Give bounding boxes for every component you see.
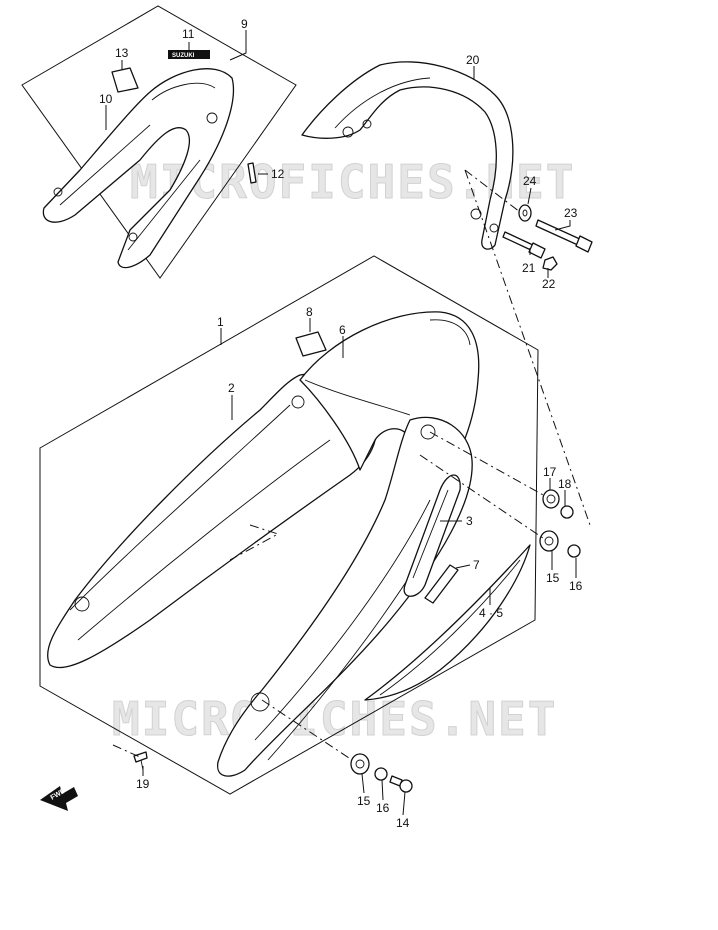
part-18-collar[interactable] bbox=[560, 505, 574, 519]
callout-8: 8 bbox=[306, 305, 313, 319]
part-7-label[interactable] bbox=[424, 564, 459, 604]
assembly-line-19 bbox=[112, 744, 143, 759]
part-4-5-stripe[interactable] bbox=[364, 544, 531, 701]
part-8-label[interactable] bbox=[295, 331, 327, 357]
emblem-text: SUZUKI bbox=[172, 53, 195, 59]
assembly-line-15 bbox=[419, 454, 544, 539]
callout-18: 18 bbox=[558, 477, 572, 491]
callout-19: 19 bbox=[136, 777, 150, 791]
callout-6: 6 bbox=[339, 323, 346, 337]
callout-17: 17 bbox=[543, 465, 557, 479]
callout-9: 9 bbox=[241, 17, 248, 31]
part-3-right-cover[interactable] bbox=[217, 416, 473, 777]
part-19-screw[interactable] bbox=[133, 751, 148, 771]
part-15-cushion-right[interactable] bbox=[539, 530, 559, 552]
callout-24: 24 bbox=[523, 174, 537, 188]
callout-23: 23 bbox=[564, 206, 578, 220]
callout-14: 14 bbox=[396, 816, 410, 830]
callout-1: 1 bbox=[217, 315, 224, 329]
assembly-line-17 bbox=[429, 431, 546, 497]
callout-15-bottom: 15 bbox=[357, 794, 371, 808]
part-12-pin[interactable] bbox=[247, 162, 257, 184]
main-frame bbox=[39, 255, 539, 795]
leader-lines bbox=[105, 30, 577, 816]
part-16-collar-bottom[interactable] bbox=[374, 767, 388, 781]
fwd-arrow-icon: FWD bbox=[40, 786, 78, 811]
part-23-bolt[interactable] bbox=[535, 219, 593, 253]
callout-2: 2 bbox=[228, 381, 235, 395]
callouts: 9 11 13 10 12 20 24 23 21 22 1 8 6 2 3 7… bbox=[99, 17, 583, 830]
part-2-left-cover[interactable] bbox=[46, 373, 377, 669]
assembly-line-15-bottom bbox=[261, 699, 353, 761]
part-20-grab-rail[interactable] bbox=[301, 61, 514, 250]
callout-15-right: 15 bbox=[546, 571, 560, 585]
assembly-line-stripe bbox=[229, 524, 280, 561]
part-22-nut[interactable] bbox=[542, 256, 558, 271]
callout-11: 11 bbox=[182, 27, 195, 41]
part-17-grommet[interactable] bbox=[542, 489, 560, 509]
callout-21: 21 bbox=[522, 261, 536, 275]
callout-16-bottom: 16 bbox=[376, 801, 390, 815]
assembly-line-rail bbox=[464, 169, 591, 526]
callout-10: 10 bbox=[99, 92, 113, 106]
callout-16-right: 16 bbox=[569, 579, 583, 593]
callout-12: 12 bbox=[271, 167, 285, 181]
callout-22: 22 bbox=[542, 277, 556, 291]
callout-13: 13 bbox=[115, 46, 129, 60]
part-15-cushion-bottom[interactable] bbox=[350, 753, 370, 775]
part-11-emblem[interactable]: SUZUKI bbox=[168, 50, 210, 59]
assembly-line-rail-2 bbox=[464, 169, 521, 213]
part-21-bolt[interactable] bbox=[502, 231, 546, 259]
inset-frame bbox=[21, 5, 297, 279]
part-10-seat-cowl-small[interactable] bbox=[42, 68, 235, 269]
callout-4-5: 4 · 5 bbox=[479, 606, 503, 620]
part-14-bolt[interactable] bbox=[389, 775, 413, 793]
callout-3: 3 bbox=[466, 514, 473, 528]
watermark-bottom: MICROFICHES.NET bbox=[112, 692, 557, 746]
callout-7: 7 bbox=[473, 558, 480, 572]
part-13-label[interactable] bbox=[111, 67, 139, 93]
part-16-collar-right[interactable] bbox=[567, 544, 581, 558]
callout-20: 20 bbox=[466, 53, 480, 67]
part-24-washer[interactable] bbox=[518, 204, 532, 222]
